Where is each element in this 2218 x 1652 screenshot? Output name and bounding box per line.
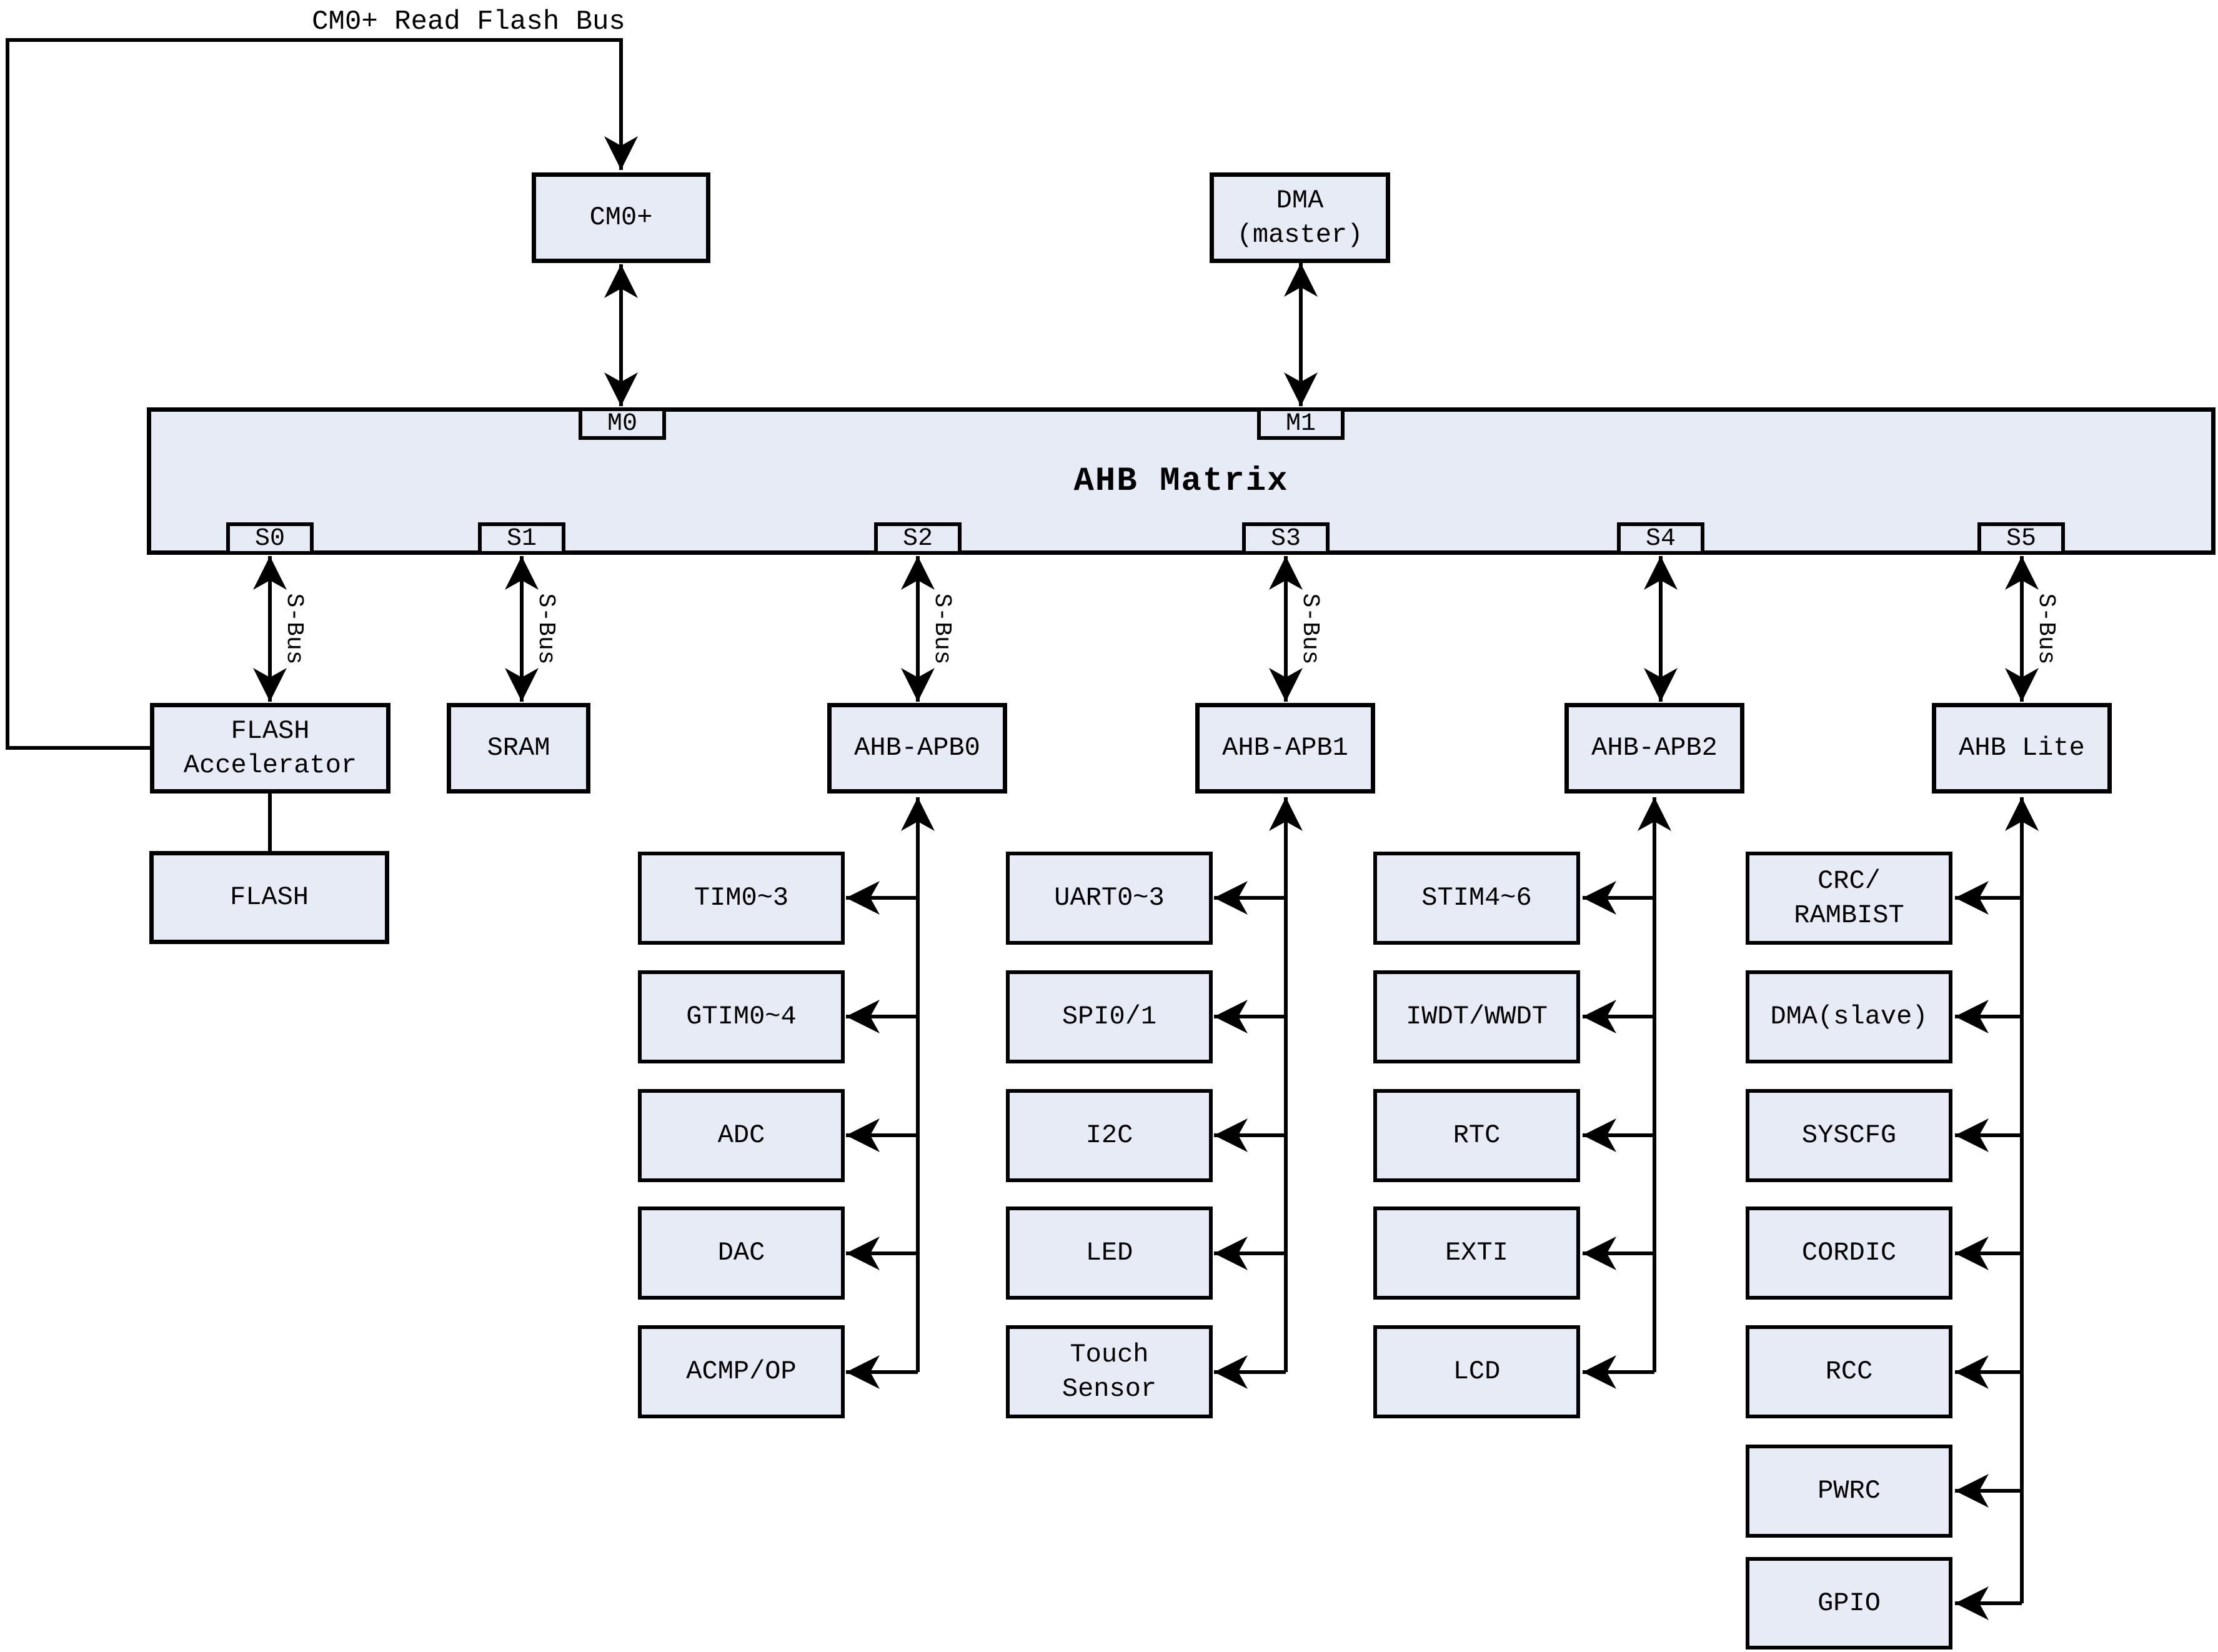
exti-box: EXTI <box>1373 1207 1580 1300</box>
ahb-apb1-box: AHB-APB1 <box>1195 703 1375 794</box>
touch-sensor-box: Touch Sensor <box>1006 1325 1213 1418</box>
spi-box: SPI0/1 <box>1006 970 1213 1063</box>
port-s5: S5 <box>1977 522 2065 555</box>
ahb-apb0-box: AHB-APB0 <box>827 703 1007 794</box>
ahb-lite-box: AHB Lite <box>1932 703 2112 794</box>
port-s4: S4 <box>1617 522 1704 555</box>
ahb-apb2-box: AHB-APB2 <box>1564 703 1744 794</box>
iwdt-wwdt-box: IWDT/WWDT <box>1373 970 1580 1063</box>
pwrc-box: PWRC <box>1746 1445 1952 1538</box>
port-s1: S1 <box>478 522 565 555</box>
led-box: LED <box>1006 1207 1213 1300</box>
cm0-read-flash-bus-label: CM0+ Read Flash Bus <box>312 6 625 37</box>
rtc-box: RTC <box>1373 1089 1580 1182</box>
ahb-matrix-bar <box>147 407 2216 555</box>
uart-box: UART0~3 <box>1006 852 1213 945</box>
tim-box: TIM0~3 <box>638 852 845 945</box>
acmp-op-box: ACMP/OP <box>638 1325 845 1418</box>
rcc-box: RCC <box>1746 1325 1952 1418</box>
dma-master-box: DMA (master) <box>1210 172 1390 263</box>
syscfg-box: SYSCFG <box>1746 1089 1952 1182</box>
cm0-read-flash-bus-path <box>6 38 638 750</box>
crc-rambist-box: CRC/ RAMBIST <box>1746 852 1952 945</box>
port-s3: S3 <box>1242 522 1330 555</box>
port-s2: S2 <box>874 522 962 555</box>
adc-box: ADC <box>638 1089 845 1182</box>
cordic-box: CORDIC <box>1746 1207 1952 1300</box>
gtim-box: GTIM0~4 <box>638 970 845 1063</box>
lcd-box: LCD <box>1373 1325 1580 1418</box>
gpio-box: GPIO <box>1746 1557 1952 1650</box>
flash-accelerator-box: FLASH Accelerator <box>150 703 390 794</box>
port-m1: M1 <box>1257 407 1345 440</box>
port-m0: M0 <box>579 407 666 440</box>
dma-slave-box: DMA(slave) <box>1746 970 1952 1063</box>
flash-box: FLASH <box>149 851 389 944</box>
i2c-box: I2C <box>1006 1089 1213 1182</box>
stim-box: STIM4~6 <box>1373 852 1580 945</box>
port-s0: S0 <box>226 522 314 555</box>
sram-box: SRAM <box>447 703 590 794</box>
dac-box: DAC <box>638 1207 845 1300</box>
cm0-box: CM0+ <box>532 172 710 263</box>
